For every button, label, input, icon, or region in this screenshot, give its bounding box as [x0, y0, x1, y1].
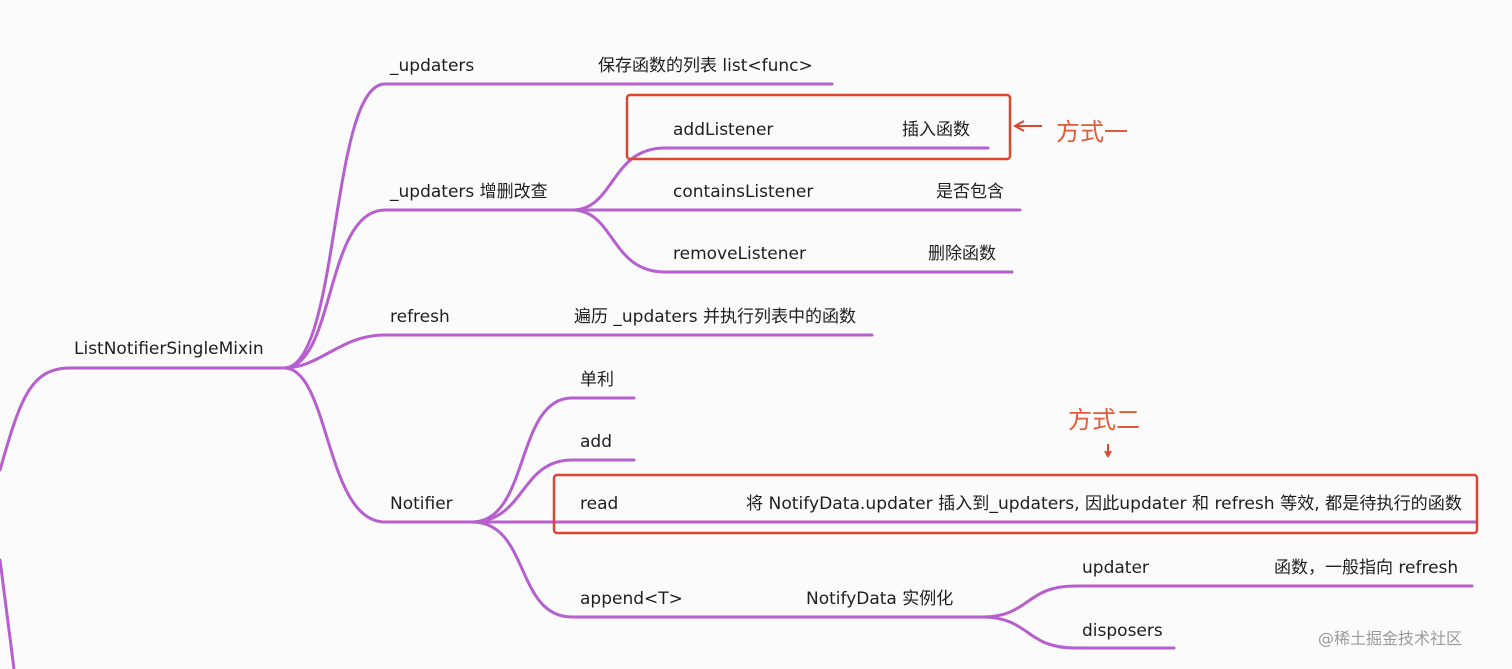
arrow-left-icon [1012, 120, 1042, 132]
disposers-label: disposers [1082, 621, 1163, 641]
remove-listener-label: removeListener [673, 244, 806, 264]
root-trunk-tail-edge [0, 558, 16, 669]
updater-desc: 函数，一般指向 refresh [1274, 558, 1458, 578]
read-desc: 将 NotifyData.updater 插入到_updaters, 因此upd… [746, 494, 1462, 514]
edge-root-crud [282, 208, 387, 370]
append-label: append<T> [580, 589, 683, 609]
edge-notifier-add [470, 458, 574, 524]
watermark: @稀土掘金技术社区 [1318, 629, 1462, 648]
edge-root-refresh [282, 333, 387, 370]
contains-listener-desc: 是否包含 [936, 182, 1004, 202]
append-desc: NotifyData 实例化 [806, 589, 953, 609]
add-label: add [580, 432, 612, 452]
edge-append-disposers [980, 615, 1077, 650]
notifier-label: Notifier [390, 494, 453, 514]
edge-root-notifier [282, 366, 387, 524]
updaters-label: _updaters [389, 56, 474, 76]
add-listener-label: addListener [673, 120, 773, 140]
updater-label: updater [1082, 558, 1149, 578]
updaters-desc: 保存函数的列表 list<func> [598, 56, 813, 76]
edge-notifier-append [470, 520, 574, 619]
edge-notifier-singleton [470, 396, 574, 524]
annotation-method-one: 方式一 [1056, 118, 1128, 146]
remove-listener-desc: 删除函数 [928, 244, 996, 264]
edge-root-updaters [282, 82, 387, 370]
add-listener-desc: 插入函数 [902, 120, 970, 140]
edge-append-updater [980, 584, 1077, 619]
highlight-box-method-one [625, 93, 1012, 161]
root-label: ListNotifierSingleMixin [74, 339, 264, 359]
refresh-label: refresh [390, 307, 450, 327]
refresh-desc: 遍历 _updaters 并执行列表中的函数 [574, 307, 856, 327]
singleton-label: 单利 [580, 370, 614, 390]
edge-crud-remove [570, 208, 667, 274]
highlight-box-method-two [552, 473, 1479, 535]
arrow-down-icon [1104, 444, 1112, 458]
read-label: read [580, 494, 618, 514]
contains-listener-label: containsListener [673, 182, 813, 202]
root-trunk-edge [0, 366, 72, 472]
annotation-method-two: 方式二 [1068, 406, 1140, 434]
crud-label: _updaters 增删改查 [389, 182, 548, 202]
edge-crud-add [570, 146, 667, 212]
